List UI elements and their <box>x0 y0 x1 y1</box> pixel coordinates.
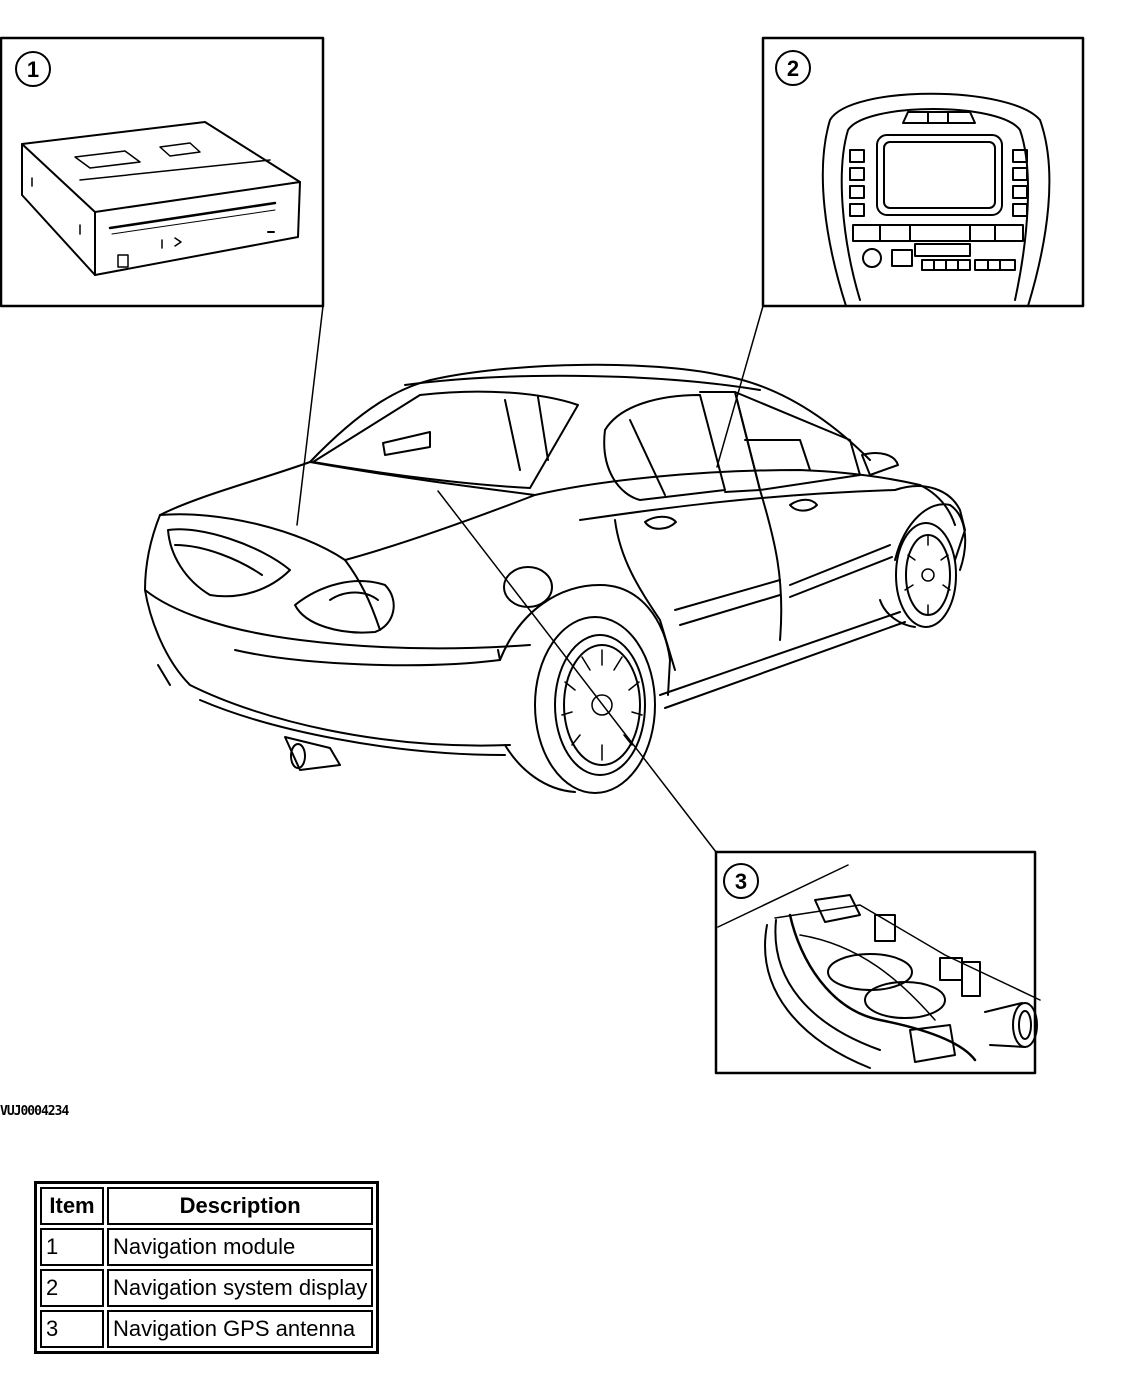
legend-item-number: 1 <box>40 1228 104 1266</box>
table-row: 1 Navigation module <box>40 1228 374 1266</box>
legend-header-description: Description <box>107 1187 374 1225</box>
legend-item-description: Navigation GPS antenna <box>107 1310 374 1348</box>
leader-lines <box>296 305 764 853</box>
legend-item-description: Navigation system display <box>107 1269 374 1307</box>
component-location-diagram: 1 2 <box>0 36 1085 1075</box>
table-row: 3 Navigation GPS antenna <box>40 1310 374 1348</box>
detail-box-navigation-display: 2 <box>761 36 1085 308</box>
table-row: 2 Navigation system display <box>40 1269 374 1307</box>
callout-number-1: 1 <box>27 57 39 82</box>
legend-header-row: Item Description <box>40 1187 374 1225</box>
legend-item-description: Navigation module <box>107 1228 374 1266</box>
detail-box-gps-antenna: 3 <box>714 850 1041 1075</box>
callout-number-3: 3 <box>735 869 747 894</box>
detail-box-navigation-module: 1 <box>0 36 325 308</box>
figure-code: VUJ0004234 <box>0 1104 69 1119</box>
legend-item-number: 2 <box>40 1269 104 1307</box>
legend-table: Item Description 1 Navigation module 2 N… <box>34 1181 380 1354</box>
callout-number-2: 2 <box>787 56 799 81</box>
vehicle-illustration <box>144 363 967 794</box>
legend-header-item: Item <box>40 1187 104 1225</box>
legend-item-number: 3 <box>40 1310 104 1348</box>
